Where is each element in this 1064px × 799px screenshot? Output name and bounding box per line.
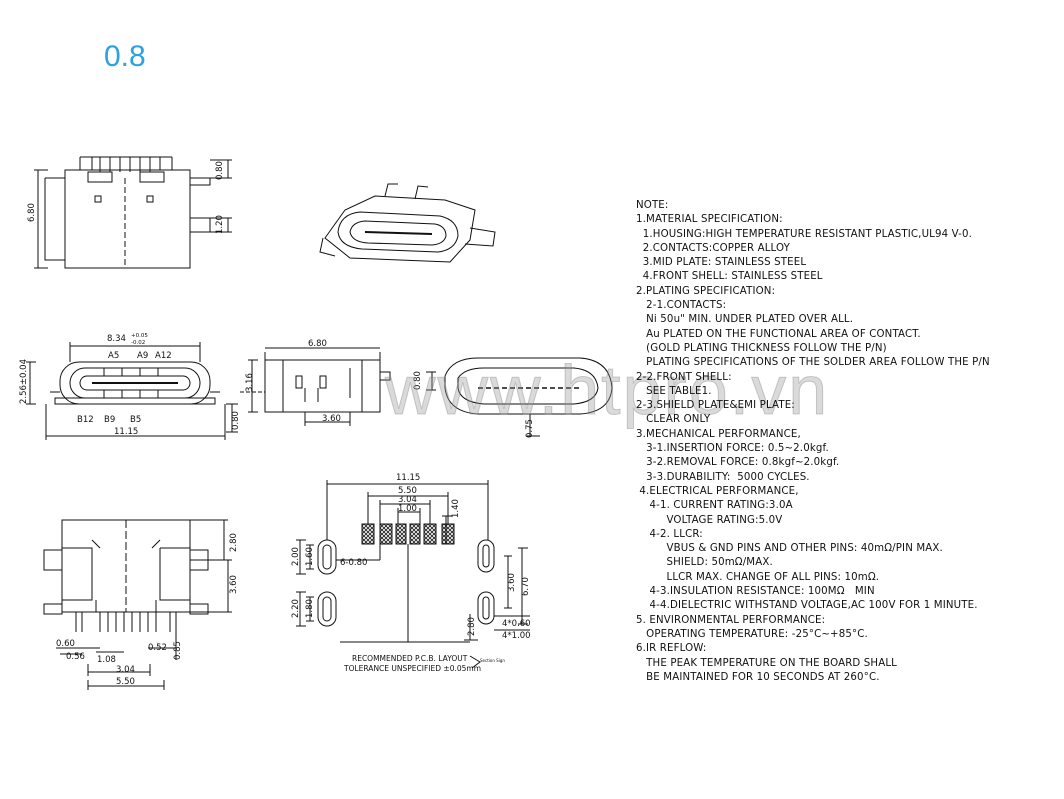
note-line: CLEAR ONLY bbox=[636, 414, 711, 426]
pcb-slot-left-bottom bbox=[317, 591, 337, 627]
note-line: 1.HOUSING:HIGH TEMPERATURE RESISTANT PLA… bbox=[636, 228, 973, 240]
note-line: 4.FRONT SHELL: STAINLESS STEEL bbox=[636, 271, 823, 283]
pcb-dim-overall: 11.15 bbox=[396, 473, 420, 483]
pcb-caption: RECOMMENDED P.C.B. LAYOUT bbox=[352, 654, 468, 663]
pcb-dim: 6.70 bbox=[521, 577, 531, 596]
note-line: 2.CONTACTS:COPPER ALLOY bbox=[636, 242, 790, 254]
note-line: 4-3.INSULATION RESISTANCE: 100MΩ MIN bbox=[636, 586, 875, 598]
pcb-slot-right-bottom bbox=[477, 591, 495, 625]
front-pin-label: A9 bbox=[137, 351, 148, 361]
pcb-dim: 3.04 bbox=[398, 495, 417, 505]
end-dim-bottom: 3.60 bbox=[322, 414, 341, 424]
note-line: 1.MATERIAL SPECIFICATION: bbox=[636, 214, 783, 226]
front-dim-bottom: 0.80 bbox=[231, 411, 241, 430]
note-line: Au PLATED ON THE FUNCTIONAL AREA OF CONT… bbox=[636, 328, 921, 340]
pcb-dim: 6-0.80 bbox=[340, 558, 367, 568]
pcb-dim: 1.80 bbox=[305, 599, 315, 618]
note-line: 2.PLATING SPECIFICATION: bbox=[636, 285, 776, 297]
note-line: 6.IR REFLOW: bbox=[636, 643, 707, 655]
note-line: 3-3.DURABILITY: 5000 CYCLES. bbox=[636, 471, 810, 483]
front-dim-tol-minus: -0.02 bbox=[131, 340, 145, 346]
note-line: (GOLD PLATING THICKNESS FOLLOW THE P/N) bbox=[636, 342, 887, 354]
note-line: 3.MECHANICAL PERFORMANCE, bbox=[636, 428, 801, 440]
side-view-hole-right bbox=[146, 195, 154, 203]
note-line: 2-2.FRONT SHELL: bbox=[636, 371, 732, 383]
note-line: VOLTAGE RATING:5.0V bbox=[636, 514, 783, 526]
note-line: 4-4.DIELECTRIC WITHSTAND VOLTAGE,AC 100V… bbox=[636, 600, 978, 612]
pcb-dim: 3.60 bbox=[507, 573, 517, 592]
side-view bbox=[34, 156, 232, 269]
isometric-view bbox=[319, 183, 496, 263]
note-line: 2-1.CONTACTS: bbox=[636, 300, 727, 312]
pcb-caption-tolerance: TOLERANCE UNSPECIFIED ±0.05mm bbox=[343, 664, 481, 673]
note-line: 2-3.SHIELD PLATE&EMI PLATE: bbox=[636, 400, 795, 412]
note-line: OPERATING TEMPERATURE: -25°C~+85°C. bbox=[636, 628, 868, 640]
top-dim-right-b: 0.85 bbox=[173, 641, 183, 660]
note-line: 4.ELECTRICAL PERFORMANCE, bbox=[636, 485, 799, 497]
top-dim-pitch-a: 3.04 bbox=[116, 665, 135, 675]
top-dim-right-top: 2.80 bbox=[229, 533, 239, 552]
header-label: 0.8 bbox=[104, 40, 146, 73]
side-dim-top: 0.80 bbox=[215, 161, 225, 180]
front-pin-label: A5 bbox=[108, 351, 119, 361]
pcb-layout bbox=[296, 480, 530, 669]
end-view-body bbox=[264, 359, 381, 413]
pcb-dim: 2.00 bbox=[291, 547, 301, 566]
note-line: 3-1.INSERTION FORCE: 0.5~2.0kgf. bbox=[636, 443, 829, 455]
pcb-dim: 1.60 bbox=[305, 547, 315, 566]
pcb-dim: 4*1.00 bbox=[502, 631, 531, 641]
pcb-dim: 4*0.60 bbox=[502, 619, 531, 629]
end-dim-width: 6.80 bbox=[308, 339, 327, 349]
front-pin-label: B5 bbox=[130, 415, 141, 425]
pcb-dim: 1.00 bbox=[398, 504, 417, 514]
side-view-latch bbox=[87, 171, 165, 183]
end-view bbox=[240, 347, 391, 426]
rear-dim-bottom: 0.75 bbox=[525, 419, 535, 438]
pcb-dim: 2.80 bbox=[467, 617, 477, 636]
note-line: NOTE: bbox=[636, 200, 669, 211]
note-line: PLATING SPECIFICATIONS OF THE SOLDER ARE… bbox=[636, 357, 990, 369]
pcb-dim: 5.50 bbox=[398, 486, 417, 496]
side-dim-lead: 1.20 bbox=[215, 215, 225, 234]
note-line: SHIELD: 50mΩ/MAX. bbox=[636, 557, 773, 569]
note-line: THE PEAK TEMPERATURE ON THE BOARD SHALL bbox=[636, 657, 898, 669]
note-line: 3-2.REMOVAL FORCE: 0.8kgf~2.0kgf. bbox=[636, 457, 840, 469]
note-line: 5. ENVIRONMENTAL PERFORMANCE: bbox=[636, 614, 826, 626]
side-view-hole-left bbox=[94, 195, 102, 203]
note-line: 4-1. CURRENT RATING:3.0A bbox=[636, 500, 793, 512]
side-dim-height: 6.80 bbox=[27, 203, 37, 222]
front-dim-tol-plus: +0.05 bbox=[131, 333, 148, 339]
front-pin-label: A12 bbox=[155, 351, 172, 361]
front-pin-label: B12 bbox=[77, 415, 94, 425]
top-dim-right-mid: 3.60 bbox=[229, 575, 239, 594]
pcb-section-tag: Section Sign bbox=[480, 658, 505, 663]
top-dim-pitch-b: 5.50 bbox=[116, 677, 135, 687]
note-line: VBUS & GND PINS AND OTHER PINS: 40mΩ/PIN… bbox=[636, 543, 943, 555]
side-view-body bbox=[64, 169, 191, 269]
front-dim-height: 2.56±0.04 bbox=[19, 359, 29, 404]
rear-dim-offset: 0.80 bbox=[413, 371, 423, 390]
note-line: Ni 50u" MIN. UNDER PLATED OVER ALL. bbox=[636, 314, 854, 326]
pcb-dim: 1.40 bbox=[451, 499, 461, 518]
front-dim-overall: 11.15 bbox=[114, 427, 138, 437]
front-view bbox=[26, 342, 238, 440]
front-pin-label: B9 bbox=[104, 415, 115, 425]
note-line: LLCR MAX. CHANGE OF ALL PINS: 10mΩ. bbox=[636, 571, 880, 583]
note-line: SEE TABLE1. bbox=[636, 385, 712, 397]
top-dim-left-a: 0.60 bbox=[56, 639, 75, 649]
end-dim-height: 3.16 bbox=[245, 373, 255, 392]
pcb-dim: 2.20 bbox=[291, 599, 301, 618]
top-dim-left-b: 0.56 bbox=[66, 652, 85, 662]
top-dim-mid-a: 1.08 bbox=[97, 655, 116, 665]
notes-panel: NOTE: 1.MATERIAL SPECIFICATION: 1.HOUSING… bbox=[636, 199, 1061, 685]
top-view bbox=[43, 519, 232, 690]
top-dim-right-a: 0.52 bbox=[148, 643, 167, 653]
note-line: BE MAINTAINED FOR 10 SECONDS AT 260°C. bbox=[636, 671, 880, 683]
note-line: 3.MID PLATE: STAINLESS STEEL bbox=[636, 257, 807, 269]
note-line: 4-2. LLCR: bbox=[636, 528, 703, 540]
pcb-slot-right-top bbox=[477, 539, 495, 573]
front-dim-width: 8.34 bbox=[107, 334, 126, 344]
rear-view bbox=[426, 357, 613, 437]
